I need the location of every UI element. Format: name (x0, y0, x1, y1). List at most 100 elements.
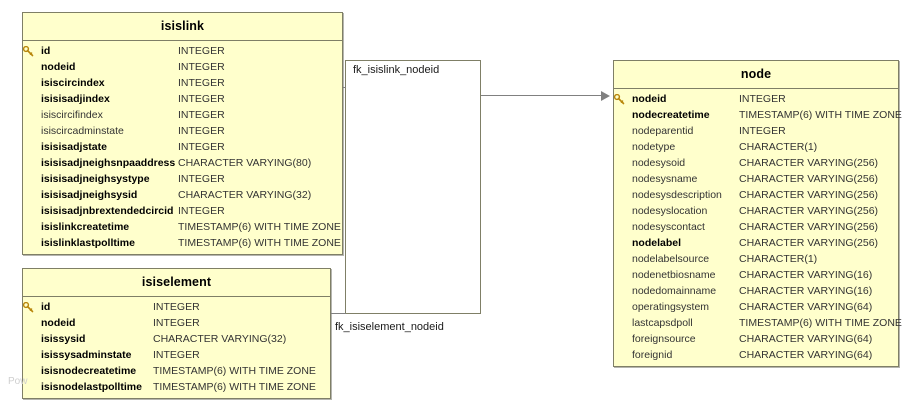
column-type: TIMESTAMP(6) WITH TIME ZONE (178, 237, 341, 249)
column-name: isislinklastpolltime (41, 237, 135, 249)
column-name: id (41, 301, 51, 313)
arrow-head-icon (601, 91, 610, 101)
entity-title-node: node (614, 61, 898, 89)
column-name: nodesysname (632, 173, 698, 185)
column-name: operatingsystem (632, 301, 710, 313)
primary-key-icon (23, 45, 34, 56)
column-name: nodesyscontact (632, 221, 705, 233)
column-name: foreignsource (632, 333, 696, 345)
column-name: nodeparentid (632, 125, 694, 137)
column-row: nodesysname CHARACTER VARYING(256) (614, 171, 898, 187)
column-name: foreignid (632, 349, 673, 361)
column-name: nodelabelsource (632, 253, 710, 265)
column-type: CHARACTER VARYING(64) (739, 349, 873, 361)
column-type: CHARACTER VARYING(256) (739, 173, 879, 185)
column-type: CHARACTER VARYING(16) (739, 269, 873, 281)
column-name: isisnodecreatetime (41, 365, 137, 377)
column-name: isissysid (41, 333, 86, 345)
column-type: INTEGER (178, 109, 225, 121)
column-name: isisisadjstate (41, 141, 107, 153)
column-row: nodenetbiosname CHARACTER VARYING(16) (614, 267, 898, 283)
column-row: nodedomainname CHARACTER VARYING(16) (614, 283, 898, 299)
column-row: isislinklastpolltime TIMESTAMP(6) WITH TI… (23, 235, 342, 251)
column-name: isiscircadminstate (41, 125, 124, 137)
column-row: isisisadjstate INTEGER (23, 139, 342, 155)
column-type: CHARACTER VARYING(256) (739, 157, 879, 169)
column-name: isisisadjnbrextendedcircid (41, 205, 174, 217)
connector-isislink-to-box (343, 87, 346, 88)
column-type: CHARACTER VARYING(256) (739, 221, 879, 233)
column-row: isiscircadminstate INTEGER (23, 123, 342, 139)
column-type: CHARACTER VARYING(80) (178, 157, 312, 169)
connector-box-to-node (481, 95, 603, 96)
column-type: INTEGER (178, 45, 225, 57)
column-type: INTEGER (739, 93, 786, 105)
primary-key-icon (23, 301, 34, 312)
column-type: TIMESTAMP(6) WITH TIME ZONE (739, 109, 902, 121)
column-name: nodenetbiosname (632, 269, 716, 281)
column-row: nodesysdescription CHARACTER VARYING(256) (614, 187, 898, 203)
column-name: nodeid (41, 317, 76, 329)
relationship-label-fk-isislink-nodeid: fk_isislink_nodeid (353, 64, 440, 76)
column-type: CHARACTER VARYING(256) (739, 205, 879, 217)
column-name: nodeid (41, 61, 76, 73)
column-name: nodelabel (632, 237, 682, 249)
column-name: isiscircifindex (41, 109, 103, 121)
column-type: CHARACTER VARYING(256) (739, 189, 879, 201)
column-type: INTEGER (178, 93, 225, 105)
watermark-text: Pow (8, 376, 28, 387)
column-name: nodetype (632, 141, 676, 153)
column-type: INTEGER (178, 173, 225, 185)
column-type: INTEGER (178, 141, 225, 153)
column-type: INTEGER (178, 77, 225, 89)
column-name: isiscircindex (41, 77, 105, 89)
primary-key-slot (614, 93, 632, 105)
column-type: TIMESTAMP(6) WITH TIME ZONE (153, 381, 316, 393)
column-type: INTEGER (153, 301, 200, 313)
column-type: CHARACTER(1) (739, 253, 818, 265)
column-name: nodesysdescription (632, 189, 722, 201)
column-type: INTEGER (153, 317, 200, 329)
column-name: nodesyslocation (632, 205, 708, 217)
column-type: TIMESTAMP(6) WITH TIME ZONE (739, 317, 902, 329)
primary-key-icon (614, 93, 625, 104)
column-row: nodeid INTEGER (614, 91, 898, 107)
connector-isiselement-to-box (331, 313, 346, 314)
column-name: isisisadjneighsystype (41, 173, 150, 185)
column-type: INTEGER (178, 125, 225, 137)
column-row: isislinkcreatetime TIMESTAMP(6) WITH TIME… (23, 219, 342, 235)
entity-title-isislink: isislink (23, 13, 342, 41)
column-type: TIMESTAMP(6) WITH TIME ZONE (153, 365, 316, 377)
column-type: CHARACTER VARYING(256) (739, 237, 879, 249)
column-row: foreignid CHARACTER VARYING(64) (614, 347, 898, 363)
column-row: isisisadjnbrextendedcircid INTEGER (23, 203, 342, 219)
column-type: CHARACTER VARYING(16) (739, 285, 873, 297)
column-name: nodedomainname (632, 285, 717, 297)
column-type: TIMESTAMP(6) WITH TIME ZONE (178, 221, 341, 233)
column-name: isislinkcreatetime (41, 221, 130, 233)
entity-title-isiselement: isiselement (23, 269, 330, 297)
column-row: isiscircindex INTEGER (23, 75, 342, 91)
column-name: nodeid (632, 93, 667, 105)
column-type: INTEGER (178, 205, 225, 217)
primary-key-slot (23, 45, 41, 57)
